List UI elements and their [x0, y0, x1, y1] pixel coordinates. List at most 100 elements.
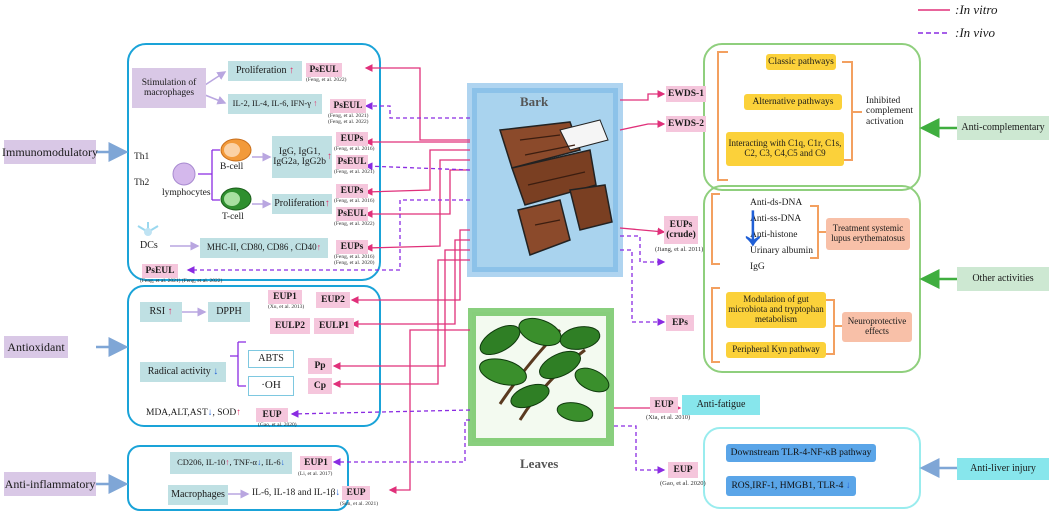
mhc-box: MHC-II, CD80, CD86 , CD40↑	[200, 238, 328, 258]
cytokines-label: IL-2, IL-4, IL-6, IFN-γ	[232, 98, 311, 109]
cite-eups-1: (Feng, et al. 2016)	[334, 146, 375, 152]
tag-eups-crude: EUPs (crude)	[664, 216, 698, 244]
th1-label: Th1	[134, 152, 150, 162]
liver-panel	[703, 427, 921, 509]
anti-ds-dna: Anti-ds-DNA	[750, 198, 803, 208]
cite-eup-gao-2: (Gao, et al. 2020)	[660, 480, 706, 487]
category-anti-liver-injury: Anti-liver injury	[957, 458, 1049, 480]
cite-pseul-2: (Feng, et al. 2021) (Feng, et al. 2022)	[328, 113, 369, 125]
tag-eulp2: EULP2	[270, 318, 310, 334]
neuro-box: Neuroprotective effects	[842, 312, 912, 342]
legend-in-vivo: :In vivo	[955, 25, 996, 40]
rsi-label: RSI	[149, 305, 166, 317]
proliferation-box: Proliferation ↑	[228, 61, 302, 81]
tag-pp: Pp	[308, 358, 332, 374]
kyn-box: Peripheral Kyn pathway	[726, 342, 826, 358]
cite-eup-gao-1: (Gao, et al. 2020)	[258, 422, 297, 428]
bark-illustration	[499, 119, 613, 256]
interacting-box: Interacting with C1q, C1r, C1s, C2, C3, …	[726, 132, 844, 166]
tag-eulp1: EULP1	[314, 318, 354, 334]
tnf-label: , TNF-α	[229, 457, 257, 468]
down-arrow-icon: ↓	[280, 457, 285, 468]
tag-ewds-1: EWDS-1	[666, 86, 706, 102]
il-text: IL-6, IL-18 and IL-1β	[252, 488, 336, 498]
cd206-label: CD206, IL-10	[177, 457, 226, 468]
tag-eup-gao-2: EUP	[668, 462, 698, 478]
down-arrow-icon: ↓	[738, 191, 768, 257]
urinary-albumin: Urinary albumin	[750, 246, 814, 256]
up-arrow-icon: ↑	[236, 408, 242, 418]
tag-eup2: EUP2	[316, 292, 350, 308]
tag-eups-1: EUPs	[336, 132, 368, 146]
igg-label: IgG	[750, 262, 765, 272]
cite-pseul-5: (Feng, et al. 2021) (Feng, et al. 2022)	[140, 278, 223, 284]
tag-pseul-1: PsEUL	[306, 63, 342, 77]
lupus-box: Treatment systemic lupus erythematosus	[826, 218, 910, 250]
tag-eups-3: EUPs	[336, 240, 368, 254]
cytokines-box: IL-2, IL-4, IL-6, IFN-γ ↑	[228, 94, 322, 114]
il6-label: , IL-6	[261, 457, 281, 468]
igg-label: IgG, IgG1, IgG2a, IgG2b	[273, 146, 326, 167]
macrophages-box: Macrophages	[168, 485, 228, 505]
tag-eup1-a: EUP1	[268, 290, 302, 304]
ros-label: ROS,IRF-1, HMGB1, TLR-4	[731, 480, 844, 491]
up-arrow-icon: ↑	[225, 457, 230, 468]
cite-eup1-b: (Li, et al. 2017)	[298, 471, 333, 477]
stimulation-macrophages: Stimulation of macrophages	[132, 68, 206, 108]
immuno-panel	[127, 43, 381, 281]
down-arrow-icon: ↓	[335, 488, 341, 498]
tag-eup-xia: EUP	[650, 397, 678, 413]
tag-eup-gao-1: EUP	[256, 408, 288, 422]
tag-eup-sun: EUP	[342, 486, 370, 500]
igg-box: IgG, IgG1, IgG2a, IgG2b↑	[272, 136, 332, 178]
rsi-box: RSI ↑	[140, 302, 182, 322]
mhc-label: MHC-II, CD80, CD86 , CD40	[206, 242, 317, 253]
tag-pseul-4: PsEUL	[336, 207, 368, 221]
th2-label: Th2	[134, 178, 150, 188]
gut-box: Modulation of gut microbiota and tryptop…	[726, 292, 826, 328]
cite-eups-crude: (Jiang, et al. 2011)	[655, 246, 704, 253]
cd206-box: CD206, IL-10↑, TNF-α↓, IL-6↓	[170, 452, 292, 474]
lymphocyte-cell	[172, 162, 196, 186]
tag-pseul-3: PsEUL	[336, 155, 368, 169]
sod-text: , SOD	[212, 408, 237, 418]
lymphocytes-label: lymphocytes	[162, 188, 211, 198]
category-immunomodulatory: Immunomodulatory	[2, 140, 98, 164]
cite-pseul-1: (Feng, et al. 2022)	[306, 77, 347, 83]
up-arrow-icon: ↑	[324, 197, 330, 209]
legend-in-vitro: :In vitro	[955, 2, 998, 17]
tag-eup1-b: EUP1	[300, 456, 332, 470]
il-cytokines-label: IL-6, IL-18 and IL-1β↓	[252, 488, 340, 498]
down-arrow-icon: ↓	[845, 480, 851, 491]
cite-eups-3: (Feng, et al. 2016) (Feng, et al. 2020)	[334, 254, 375, 266]
tag-pseul-2: PsEUL	[330, 99, 366, 113]
tcell-label: T-cell	[222, 212, 244, 222]
t-proliferation-label: Proliferation	[274, 197, 325, 209]
dpph-box: DPPH	[208, 302, 250, 322]
tag-ewds-2: EWDS-2	[666, 116, 706, 132]
mda-label: MDA,ALT,AST↓, SOD↑	[146, 408, 241, 418]
category-anti-inflammatory: Anti-inflammatory	[4, 472, 96, 496]
up-arrow-icon: ↑	[313, 98, 318, 109]
tag-pseul-5: PsEUL	[142, 264, 178, 278]
category-other-activities: Other activities	[957, 267, 1049, 291]
abts-box: ABTS	[248, 350, 294, 368]
ros-box: ROS,IRF-1, HMGB1, TLR-4 ↓	[726, 476, 856, 496]
alternative-pathways: Alternative pathways	[744, 94, 842, 110]
inhibited-label: Inhibited complement activation	[866, 96, 913, 127]
cite-pseul-4: (Feng, et al. 2022)	[334, 221, 375, 227]
cite-eup1-a: (Xu, et al. 2013)	[268, 304, 305, 310]
category-antioxidant: Antioxidant	[4, 336, 68, 358]
radical-box: Radical activity ↓	[140, 362, 226, 382]
down-arrow-icon: ↓	[213, 365, 219, 377]
dcs-label: DCs	[140, 240, 158, 251]
tlr-pathway: Downstream TLR-4-NF-κB pathway	[726, 444, 876, 462]
up-arrow-icon: ↑	[327, 151, 332, 162]
tag-eups-2: EUPs	[336, 184, 368, 198]
oh-box: ·OH	[248, 376, 294, 396]
category-anti-complementary: Anti-complementary	[957, 116, 1049, 140]
mda-text: MDA,ALT,AST	[146, 408, 208, 418]
radical-label: Radical activity	[147, 365, 211, 377]
